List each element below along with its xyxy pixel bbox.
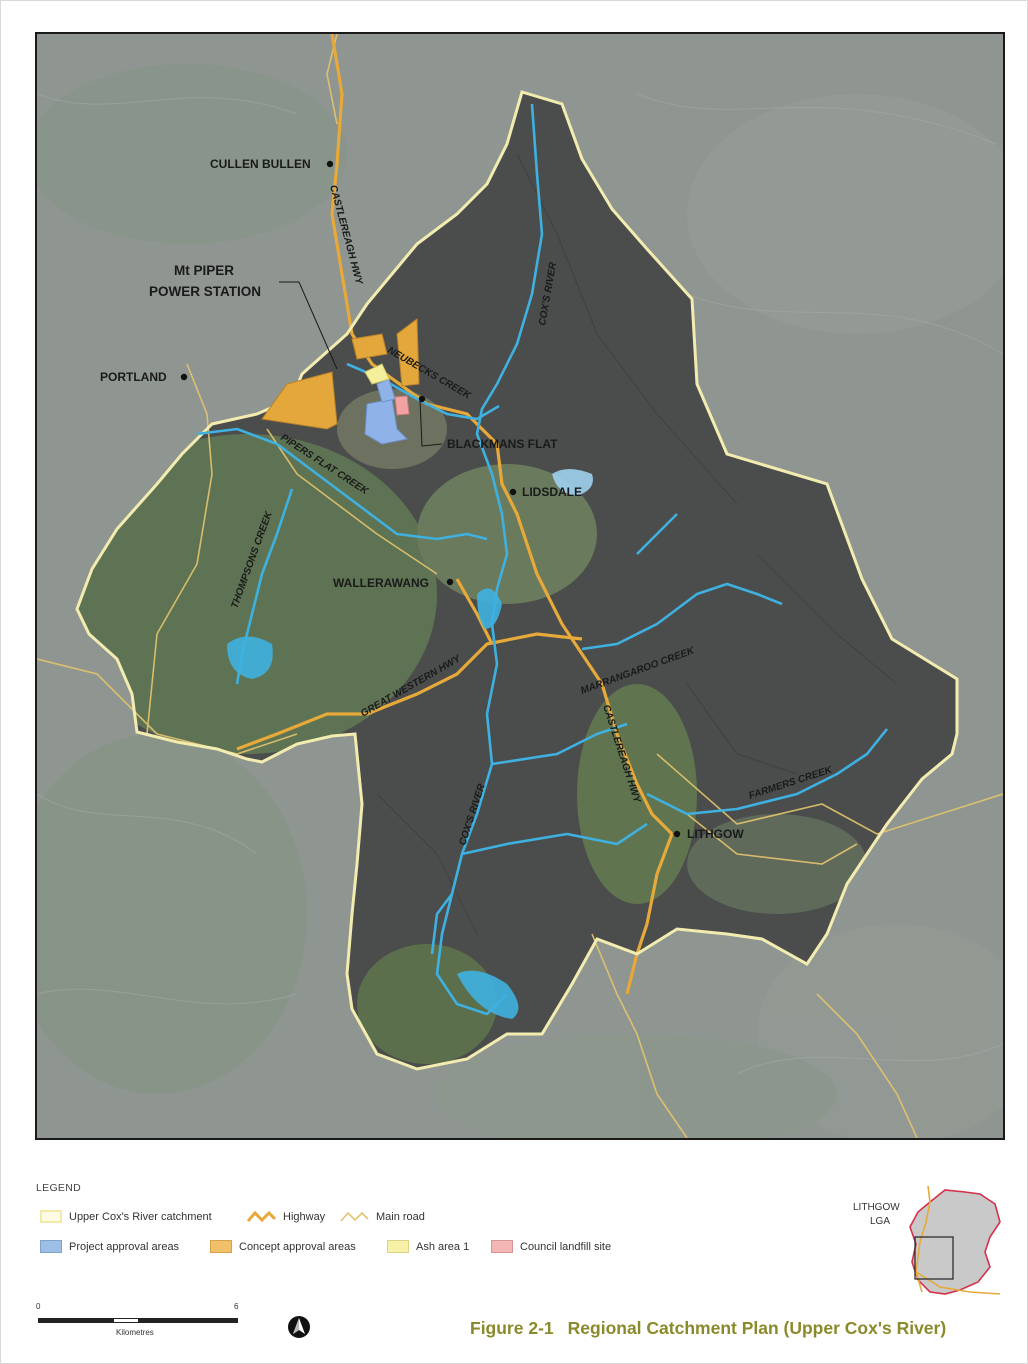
legend-item-landfill: Council landfill site <box>491 1240 611 1253</box>
north-arrow-icon <box>288 1316 310 1338</box>
legend-label-landfill: Council landfill site <box>520 1240 612 1253</box>
legend-title: LEGEND <box>36 1182 81 1194</box>
inset-locator-map: LITHGOW LGA <box>853 1185 1001 1295</box>
highway-swatch <box>246 1210 276 1223</box>
legend-label-ash: Ash area 1 <box>416 1240 470 1253</box>
concept-area-west <box>261 371 338 430</box>
legend-label-catchment: Upper Cox's River catchment <box>69 1210 212 1223</box>
label-lithgow: LITHGOW <box>687 827 744 841</box>
label-portland: PORTLAND <box>100 370 167 384</box>
legend-item-main-road: Main road <box>339 1210 425 1224</box>
approval-areas <box>261 318 420 445</box>
scale-unit: Kilometres <box>116 1328 154 1337</box>
leader-lines <box>279 281 443 447</box>
council-landfill <box>394 395 410 416</box>
legend-label-concept: Concept approval areas <box>239 1240 356 1253</box>
main-roads <box>37 34 1003 1138</box>
settlement-points <box>180 160 681 838</box>
concept-area-mid <box>351 333 388 360</box>
farmers-creek <box>646 728 889 816</box>
concept-area-north <box>396 318 420 387</box>
inset-lga-boundary <box>909 1189 1001 1295</box>
legend-label-main-road: Main road <box>376 1211 425 1223</box>
figure-caption: Figure 2-1 Regional Catchment Plan (Upper… <box>470 1318 946 1339</box>
inset-label-1: LITHGOW <box>853 1202 900 1213</box>
concept-swatch <box>210 1240 232 1253</box>
legend-item-concept: Concept approval areas <box>210 1240 356 1253</box>
label-mt-piper-2: POWER STATION <box>149 284 261 299</box>
legend-item-project: Project approval areas <box>40 1240 179 1253</box>
legend-item-highway: Highway <box>246 1210 325 1224</box>
figure-number: Figure 2-1 <box>470 1318 554 1338</box>
terrain-ridges <box>37 93 1003 1075</box>
figure-title: Regional Catchment Plan (Upper Cox's Riv… <box>567 1318 947 1338</box>
landfill-swatch <box>491 1240 513 1253</box>
scale-max: 6 <box>234 1302 239 1311</box>
label-blackmans-flat: BLACKMANS FLAT <box>447 437 558 451</box>
project-swatch <box>40 1240 62 1253</box>
terrain-texture <box>37 64 1003 1138</box>
pipers-flat-creek <box>196 427 488 541</box>
catchment-swatch <box>40 1210 62 1223</box>
place-labels: CULLEN BULLEN Mt PIPER POWER STATION POR… <box>100 157 744 841</box>
label-lidsdale: LIDSDALE <box>522 485 582 499</box>
catchment-boundary <box>75 90 959 1071</box>
ash-swatch <box>387 1240 409 1253</box>
map-legend: LEGEND Upper Cox's River catchment Highw… <box>36 1180 676 1270</box>
map-panel[interactable]: CULLEN BULLEN Mt PIPER POWER STATION POR… <box>35 32 1005 1140</box>
scale-bar: 0 6 Kilometres <box>36 1302 243 1342</box>
inset-label-2: LGA <box>870 1216 890 1227</box>
inset-extent-box <box>914 1236 954 1280</box>
dams <box>227 469 593 1019</box>
ash-area-1 <box>364 363 390 385</box>
scale-min: 0 <box>36 1302 41 1311</box>
label-wallerawang: WALLERAWANG <box>333 576 429 590</box>
legend-item-ash: Ash area 1 <box>387 1240 469 1253</box>
marrangaroo-creek <box>581 582 783 651</box>
main-road-swatch <box>340 1211 369 1222</box>
label-mt-piper-1: Mt PIPER <box>174 263 234 278</box>
legend-label-project: Project approval areas <box>69 1240 180 1253</box>
catchment-map[interactable]: CULLEN BULLEN Mt PIPER POWER STATION POR… <box>37 34 1003 1138</box>
legend-item-catchment: Upper Cox's River catchment <box>40 1210 212 1223</box>
legend-label-highway: Highway <box>283 1211 326 1223</box>
scale-bar-graphic <box>38 1318 238 1323</box>
label-cullen-bullen: CULLEN BULLEN <box>210 157 311 171</box>
